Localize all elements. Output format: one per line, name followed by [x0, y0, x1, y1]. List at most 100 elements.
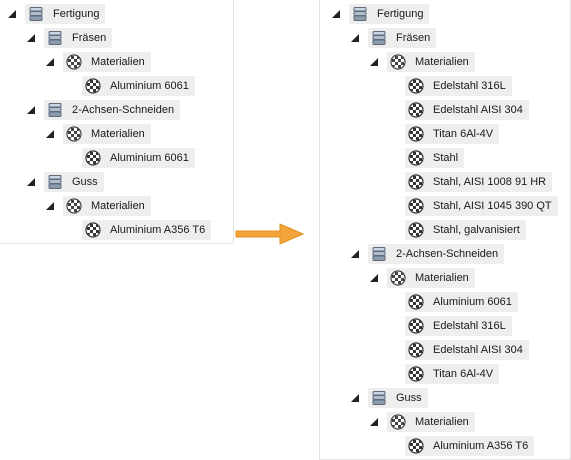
material-icon — [408, 294, 424, 310]
tree-node[interactable]: Fräsen — [44, 28, 113, 48]
tree-row[interactable]: Stahl, galvanisiert — [405, 219, 526, 241]
tree-node[interactable]: Stahl, AISI 1008 91 HR — [405, 172, 553, 192]
tree-node[interactable]: Edelstahl AISI 304 — [405, 100, 529, 120]
tree-row[interactable]: Materialien — [369, 267, 475, 289]
tree-node[interactable]: Guss — [44, 172, 104, 192]
tree-node[interactable]: Materialien — [387, 412, 475, 432]
tree-node[interactable]: Titan 6Al-4V — [405, 364, 500, 384]
tree-row[interactable]: Aluminium 6061 — [82, 147, 195, 169]
tree-node-label: Materialien — [91, 56, 145, 68]
tree-node[interactable]: Aluminium 6061 — [405, 292, 518, 312]
tree-row[interactable]: Stahl, AISI 1045 390 QT — [405, 195, 558, 217]
tree-node-label: Fertigung — [377, 8, 424, 20]
tree-node[interactable]: Materialien — [63, 124, 151, 144]
tree-row[interactable]: Guss — [350, 387, 428, 409]
expand-toggle-icon[interactable] — [369, 273, 379, 283]
material-library-icon — [390, 414, 406, 430]
tree-node[interactable]: Stahl, AISI 1045 390 QT — [405, 196, 558, 216]
tree-node[interactable]: Edelstahl 316L — [405, 76, 512, 96]
tree-row[interactable]: Fräsen — [26, 27, 113, 49]
expand-toggle-icon[interactable] — [26, 33, 36, 43]
tree-node[interactable]: Stahl, galvanisiert — [405, 220, 526, 240]
expand-toggle-icon[interactable] — [45, 201, 55, 211]
tree-row[interactable]: Materialien — [45, 123, 151, 145]
material-icon — [408, 174, 424, 190]
tree-node-label: Aluminium A356 T6 — [110, 224, 206, 236]
expand-toggle-icon[interactable] — [350, 249, 360, 259]
tree-node-label: Aluminium A356 T6 — [433, 440, 529, 452]
tree-node[interactable]: Materialien — [387, 268, 475, 288]
material-icon — [408, 126, 424, 142]
tree-row[interactable]: Fräsen — [350, 27, 437, 49]
expand-toggle-icon[interactable] — [331, 9, 341, 19]
tree-node[interactable]: Edelstahl 316L — [405, 316, 512, 336]
tree-row[interactable]: Edelstahl AISI 304 — [405, 99, 529, 121]
material-library-icon — [390, 54, 406, 70]
expand-toggle-icon[interactable] — [45, 57, 55, 67]
tree-row[interactable]: Fertigung — [7, 3, 106, 25]
tree-node-label: Stahl — [433, 152, 459, 164]
tree-node[interactable]: Materialien — [63, 196, 151, 216]
tree-row[interactable]: Materialien — [369, 411, 475, 433]
tree-node[interactable]: Fertigung — [349, 4, 430, 24]
tree-node-label: Aluminium 6061 — [433, 296, 512, 308]
expand-toggle-icon[interactable] — [7, 9, 17, 19]
tree-row[interactable]: Edelstahl AISI 304 — [405, 339, 529, 361]
tree-node[interactable]: Fräsen — [368, 28, 437, 48]
expand-toggle-icon[interactable] — [26, 177, 36, 187]
tree-node[interactable]: Guss — [368, 388, 428, 408]
expand-toggle-icon[interactable] — [45, 129, 55, 139]
tree-row[interactable]: Edelstahl 316L — [405, 75, 512, 97]
material-icon — [85, 150, 101, 166]
expand-toggle-icon[interactable] — [369, 57, 379, 67]
tree-row[interactable]: Aluminium 6061 — [405, 291, 518, 313]
setup-icon — [47, 102, 63, 118]
tree-node[interactable]: Fertigung — [25, 4, 106, 24]
tree-node[interactable]: Stahl — [405, 148, 465, 168]
tree-node-label: Edelstahl 316L — [433, 80, 506, 92]
tree-row[interactable]: Fertigung — [331, 3, 430, 25]
tree-row[interactable]: Aluminium A356 T6 — [405, 435, 535, 457]
tree-node-label: Stahl, galvanisiert — [433, 224, 520, 236]
expand-toggle-icon[interactable] — [350, 33, 360, 43]
tree-node[interactable]: Materialien — [63, 52, 151, 72]
tree-row[interactable]: Titan 6Al-4V — [405, 123, 500, 145]
tree-node[interactable]: Titan 6Al-4V — [405, 124, 500, 144]
tree-node-label: Aluminium 6061 — [110, 152, 189, 164]
tree-row[interactable]: 2-Achsen-Schneiden — [350, 243, 505, 265]
tree-row[interactable]: Titan 6Al-4V — [405, 363, 500, 385]
tree-row[interactable]: Aluminium 6061 — [82, 75, 195, 97]
material-icon — [408, 366, 424, 382]
tree-node[interactable]: Aluminium A356 T6 — [82, 220, 212, 240]
setup-icon — [28, 6, 44, 22]
tree-row[interactable]: Edelstahl 316L — [405, 315, 512, 337]
expand-toggle-icon[interactable] — [350, 393, 360, 403]
tree-node[interactable]: Aluminium A356 T6 — [405, 436, 535, 456]
tree-node[interactable]: Aluminium 6061 — [82, 76, 195, 96]
expand-toggle-icon[interactable] — [26, 105, 36, 115]
tree-node-label: Materialien — [91, 200, 145, 212]
tree-node-label: Titan 6Al-4V — [433, 128, 494, 140]
tree-row[interactable]: Aluminium A356 T6 — [82, 219, 212, 241]
tree-row[interactable]: Materialien — [45, 195, 151, 217]
tree-node-label: Edelstahl AISI 304 — [433, 344, 523, 356]
tree-node[interactable]: 2-Achsen-Schneiden — [44, 100, 181, 120]
tree-node-label: 2-Achsen-Schneiden — [396, 248, 499, 260]
tree-node[interactable]: 2-Achsen-Schneiden — [368, 244, 505, 264]
tree-row[interactable]: Stahl, AISI 1008 91 HR — [405, 171, 553, 193]
tree-node-label: 2-Achsen-Schneiden — [72, 104, 175, 116]
tree-node-label: Materialien — [415, 56, 469, 68]
arrow-shape — [235, 223, 305, 245]
tree-node-label: Titan 6Al-4V — [433, 368, 494, 380]
tree-row[interactable]: Guss — [26, 171, 104, 193]
tree-node[interactable]: Aluminium 6061 — [82, 148, 195, 168]
expand-toggle-icon[interactable] — [369, 417, 379, 427]
tree-node[interactable]: Edelstahl AISI 304 — [405, 340, 529, 360]
tree-row[interactable]: Stahl — [405, 147, 465, 169]
tree-node-label: Fräsen — [72, 32, 107, 44]
tree-node[interactable]: Materialien — [387, 52, 475, 72]
tree-node-label: Guss — [396, 392, 422, 404]
tree-row[interactable]: 2-Achsen-Schneiden — [26, 99, 181, 121]
tree-row[interactable]: Materialien — [45, 51, 151, 73]
tree-row[interactable]: Materialien — [369, 51, 475, 73]
